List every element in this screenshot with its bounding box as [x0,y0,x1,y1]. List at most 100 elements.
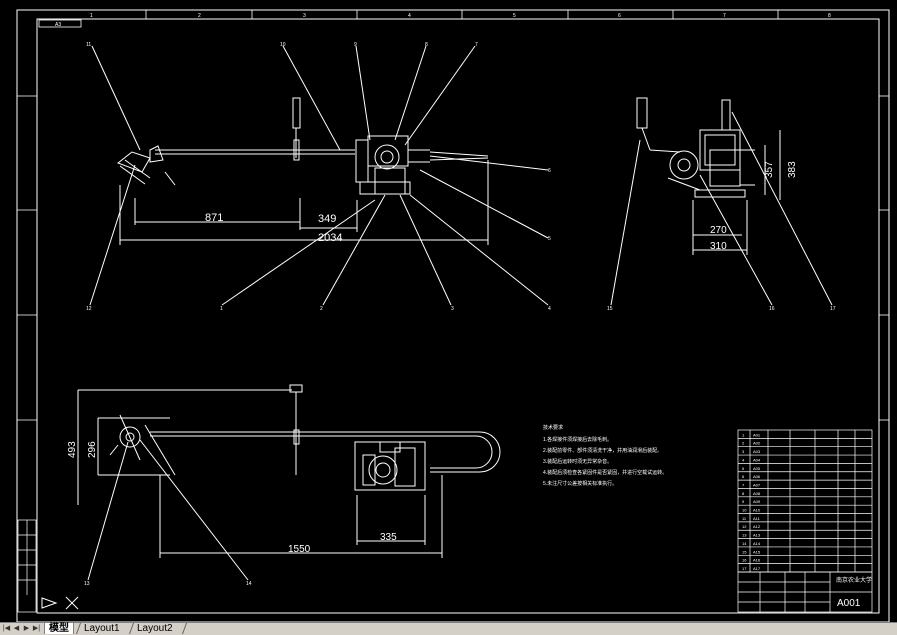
note-line: 5.未注尺寸公差按相关标准执行。 [543,480,617,487]
parts-list [737,429,873,613]
first-tab-icon[interactable]: |◀ [2,625,11,632]
balloon: 4 [548,306,551,312]
parts-row-number: 15 [742,549,747,554]
dimension-270: 270 [710,225,727,236]
zone-number: 1 [90,13,93,19]
balloon: 10 [280,42,286,48]
top-view-dims: 871 349 2034 [205,212,342,244]
dimension-493: 493 [67,441,78,458]
parts-row-code: A07 [753,482,761,487]
balloon: 1 [220,306,223,312]
dimension-357: 357 [764,161,775,178]
balloon: 15 [607,306,613,312]
side-view [610,97,833,306]
technical-notes: 技术要求 1.各焊接件须焊接后去除毛刺。 2.装配前零件、部件须清洗干净，并用油… [543,424,667,487]
balloon: 5 [548,236,551,242]
parts-row-number: 9 [742,499,745,504]
parts-row-number: 3 [742,449,745,454]
dimension-1550: 1550 [288,544,311,555]
ucs-icon [41,596,79,610]
outer-frame [16,9,890,622]
front-view-balloons: 13 14 [84,581,252,587]
balloon: 14 [246,581,252,587]
last-tab-icon[interactable]: ▶| [32,625,41,632]
layout-tab-bar: |◀ ◀ ▶ ▶| 模型 Layout1 Layout2 [0,622,897,635]
parts-row-code: A11 [753,516,761,521]
parts-row-number: 10 [742,508,747,513]
dimension-296: 296 [87,441,98,458]
tab-layout2[interactable]: Layout2 [137,623,173,634]
balloon: 2 [320,306,323,312]
parts-row-code: A09 [753,499,761,504]
school-name: 南京农业大学 [836,576,872,584]
balloon: 3 [451,306,454,312]
tab-separator [181,623,194,634]
parts-row-code: A02 [753,441,761,446]
parts-row-code: A01 [753,432,761,437]
balloon: 13 [84,581,90,587]
parts-row-code: A06 [753,474,761,479]
prev-tab-icon[interactable]: ◀ [13,625,20,632]
zone-ticks [17,10,889,421]
top-view [89,45,549,306]
parts-row-number: 12 [742,524,747,529]
cad-drawing-canvas[interactable]: A3 1 2 3 4 5 6 7 8 [0,0,897,622]
zone-number: 3 [303,13,306,19]
parts-row-code: A08 [753,491,761,496]
balloon: 6 [548,168,551,174]
zone-number: 8 [828,13,831,19]
parts-row-number: 4 [742,457,745,462]
parts-row-number: 16 [742,558,747,563]
inner-frame [36,18,880,614]
dimension-2034: 2034 [318,232,342,244]
front-view-dims: 493 296 1550 335 [67,441,397,555]
balloon: 7 [475,42,478,48]
balloon: 9 [354,42,357,48]
sheet-label: A3 [55,22,61,28]
revision-strip [17,519,37,613]
parts-row-number: 11 [742,516,747,521]
balloon: 17 [830,306,836,312]
dimension-335: 335 [380,532,397,543]
tab-layout1[interactable]: Layout1 [84,623,120,634]
next-tab-icon[interactable]: ▶ [23,625,30,632]
parts-row-number: 6 [742,474,745,479]
note-line: 4.装配后须检查各紧固件是否紧固，并进行空载试运转。 [543,469,667,476]
zone-number: 2 [198,13,201,19]
side-view-balloons: 15 16 17 [607,306,836,312]
front-view [77,384,501,581]
parts-row-code: A16 [753,558,761,563]
zone-numbers: 1 2 3 4 5 6 7 8 [90,13,831,19]
notes-title: 技术要求 [543,424,563,431]
balloon: 16 [769,306,775,312]
parts-row-number: 14 [742,541,747,546]
parts-row-number: 5 [742,466,745,471]
parts-row-code: A12 [753,524,761,529]
dimension-383: 383 [787,161,798,178]
top-view-balloons: 11 10 9 8 7 6 5 4 3 2 1 12 [86,42,551,312]
parts-row-code: A10 [753,508,761,513]
sheet-label-box [38,19,82,28]
parts-row-number: 2 [742,441,745,446]
balloon: 11 [86,42,91,48]
note-line: 2.装配前零件、部件须清洗干净，并用油润滑后装配。 [543,447,662,454]
side-view-dims: 270 310 357 383 [710,161,798,252]
zone-number: 7 [723,13,726,19]
tab-model[interactable]: 模型 [44,623,74,634]
dimension-871: 871 [205,212,223,224]
parts-row-code: A15 [753,549,761,554]
parts-row-number: 17 [742,566,747,571]
parts-row-code: A03 [753,449,761,454]
parts-row-number: 1 [742,432,745,437]
parts-row-code: A14 [753,541,761,546]
note-line: 1.各焊接件须焊接后去除毛刺。 [543,436,612,443]
parts-row-number: 8 [742,491,745,496]
parts-row-code: A05 [753,466,761,471]
parts-row-code: A04 [753,457,761,462]
parts-row-code: A17 [753,566,761,571]
zone-number: 6 [618,13,621,19]
dimension-349: 349 [318,213,336,225]
dimension-310: 310 [710,241,727,252]
parts-row-code: A13 [753,533,761,538]
